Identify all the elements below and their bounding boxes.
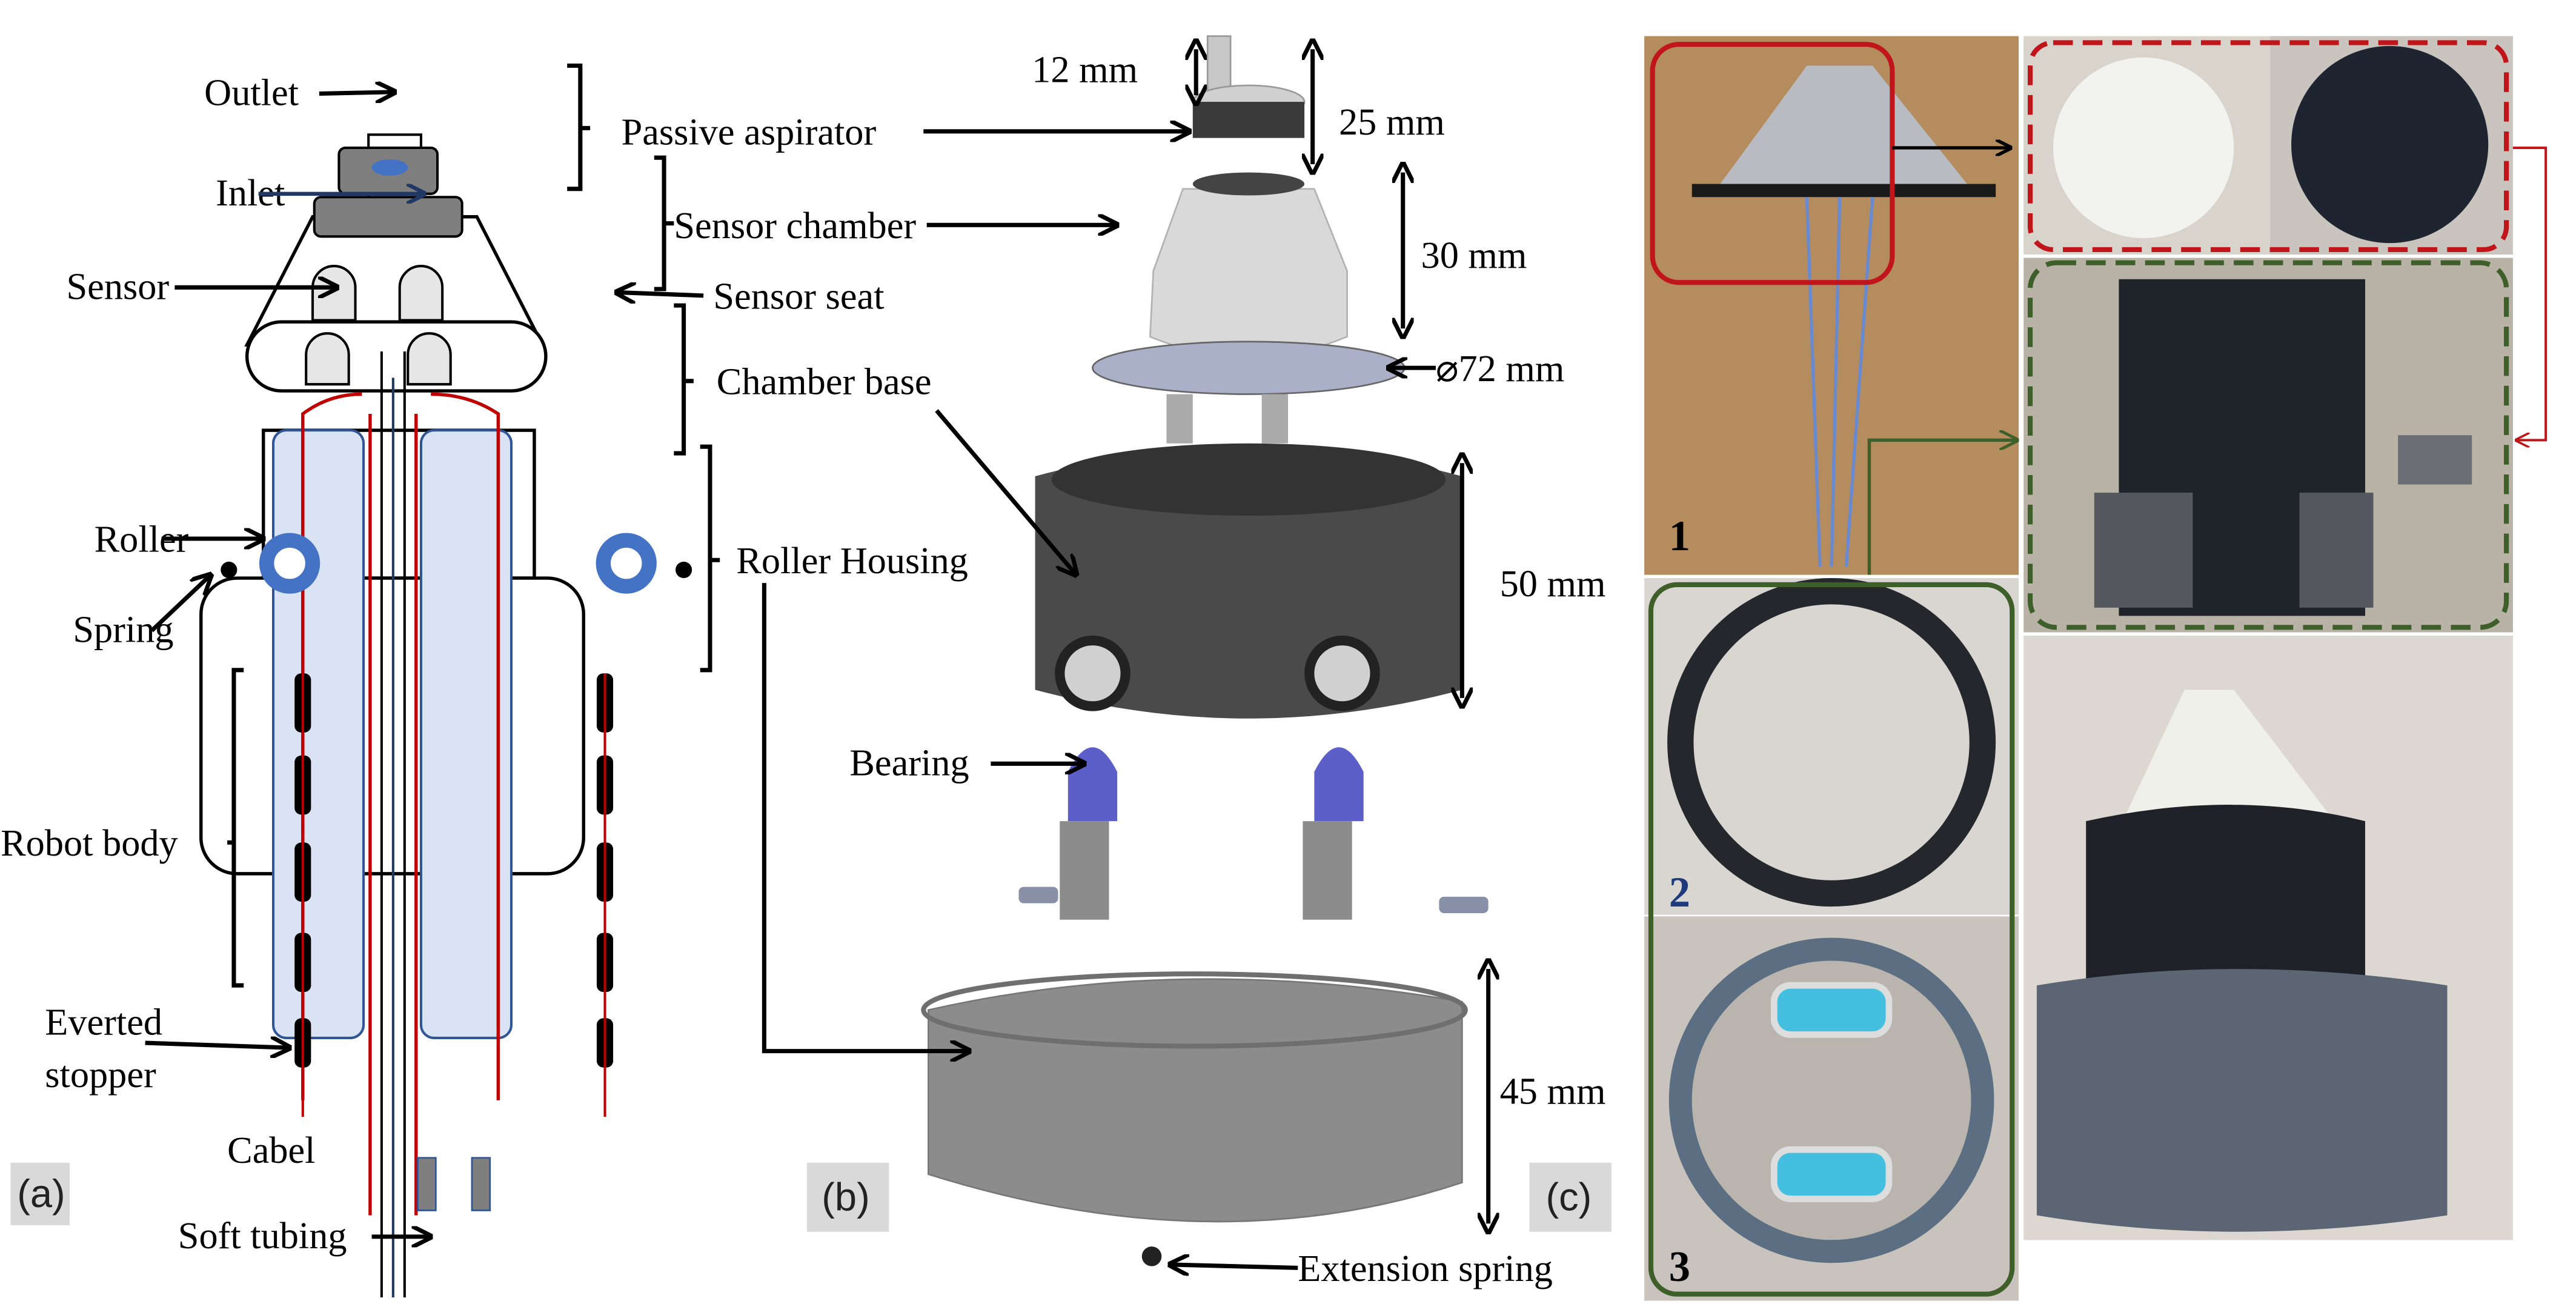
spring-right [676, 561, 692, 579]
tag-b-box [806, 1162, 889, 1232]
label-passive-aspirator: Passive aspirator [622, 111, 877, 153]
panel-c-photos: 1 2 3 [1644, 36, 2548, 1301]
red-frame [1650, 42, 1895, 285]
tag-c-box [1529, 1162, 1612, 1232]
label-sensor-seat: Sensor seat [713, 276, 884, 318]
label-stopper: stopper [45, 1054, 156, 1096]
bearing-3d [1055, 635, 1130, 711]
dim-50mm: 50 mm [1500, 563, 1606, 605]
tag-b: (b) [822, 1175, 869, 1219]
roller-left [259, 533, 320, 594]
inlet-hole [371, 159, 408, 176]
robot-body-left [271, 429, 365, 1039]
dim-12mm: 12 mm [1032, 49, 1138, 91]
label-sensor-chamber: Sensor chamber [674, 205, 916, 247]
label-bearing: Bearing [849, 742, 969, 783]
label-soft-tubing: Soft tubing [178, 1215, 347, 1257]
photo-number-2: 2 [1669, 869, 1690, 916]
sensor-seat-shape [245, 320, 548, 393]
label-chamber-base: Chamber base [717, 361, 932, 402]
dim-72mm: ⌀72 mm [1436, 348, 1564, 390]
dim-45mm: 45 mm [1500, 1070, 1606, 1112]
chamber-base-3d [1092, 341, 1406, 395]
roller-right [596, 533, 657, 594]
dim-30mm: 30 mm [1421, 235, 1527, 276]
robot-body-right [419, 429, 513, 1039]
label-roller-housing: Roller Housing [736, 540, 968, 582]
dim-25mm: 25 mm [1339, 101, 1445, 143]
label-spring: Spring [73, 609, 173, 651]
green-frame [1648, 582, 2015, 1297]
panel-a-labels: Outlet Inlet Sensor Roller Spring Robot … [1, 72, 431, 1257]
label-cabel: Cabel [227, 1129, 315, 1171]
label-everted: Everted [45, 1002, 162, 1043]
photo-number-1: 1 [1669, 513, 1690, 560]
tag-a: (a) [17, 1171, 65, 1216]
tag-c: (c) [1546, 1175, 1592, 1219]
photo-number-3: 3 [1669, 1243, 1690, 1291]
extension-spring-3d [1141, 1246, 1162, 1266]
aspirator-lower [313, 196, 463, 238]
lower-housing-3d [928, 978, 1463, 1223]
panel-b-render [921, 35, 1489, 1266]
label-extension-spring: Extension spring [1298, 1248, 1553, 1289]
tag-a-box [10, 1162, 70, 1225]
label-robot-body: Robot body [1, 822, 178, 864]
sensor-chamber-3d [1149, 188, 1348, 358]
label-outlet: Outlet [204, 72, 299, 113]
label-sensor: Sensor [67, 265, 170, 307]
photo-2 [1644, 578, 2019, 915]
cable-outer [301, 392, 500, 1100]
panel-b-labels: Passive aspirator Sensor chamber Sensor … [616, 49, 1612, 1289]
cable-inner [368, 414, 418, 1216]
spring-left [221, 561, 237, 579]
panel-a-schematic [199, 133, 692, 1298]
